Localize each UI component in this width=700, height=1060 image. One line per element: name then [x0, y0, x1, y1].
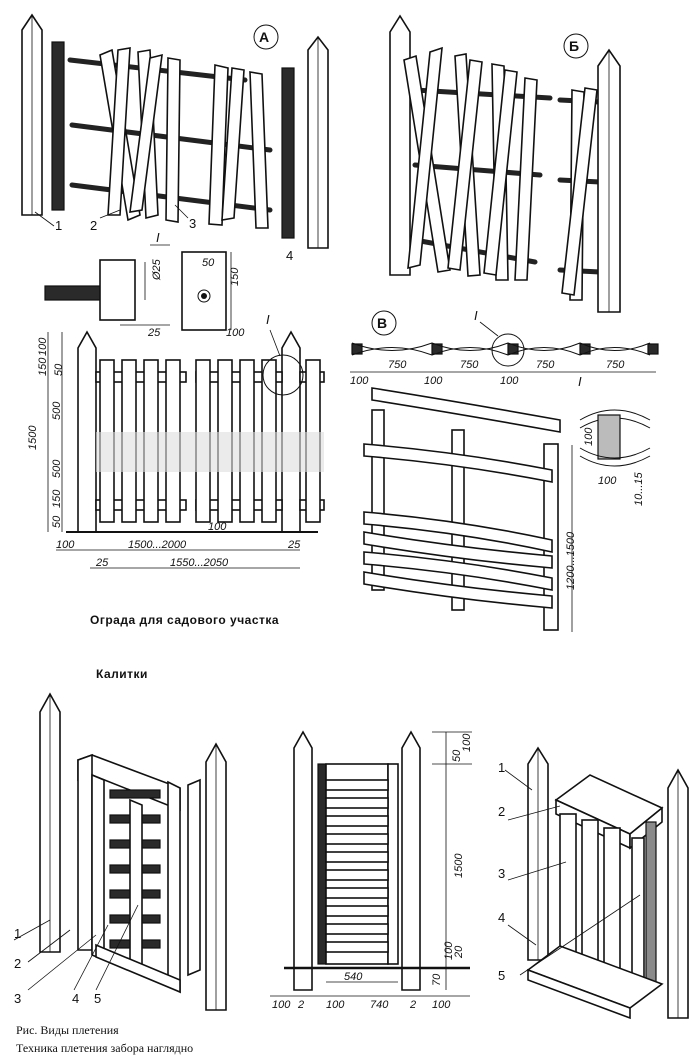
weave-mark-2: I [578, 374, 582, 389]
detail-dim-diameter: Ø25 [151, 258, 163, 281]
panel-a-weave-illustration: А 1 2 3 4 [21, 13, 329, 263]
panel-b-letter: Б [569, 38, 579, 54]
callout-1: 1 [55, 218, 62, 233]
fence-dim-total-height: 1500 [27, 425, 39, 450]
gate-mid-dim-b2: 2 [297, 999, 304, 1011]
detail-dim-25: 25 [147, 327, 161, 339]
caption-line-2: Техника плетения забора наглядно [16, 1041, 193, 1055]
middle-gate-slats [325, 779, 389, 953]
gate-mid-dim-b1: 100 [272, 999, 291, 1011]
gate-left-callout-4: 4 [72, 991, 79, 1006]
callout-2: 2 [90, 218, 97, 233]
detail-mark: I [156, 230, 160, 245]
gate-mid-dim-top2: 100 [461, 733, 473, 752]
weave-span-4: 750 [606, 359, 625, 371]
weave-post-3: 100 [500, 375, 519, 387]
gate-right-callout-4: 4 [498, 910, 505, 925]
middle-gate-illustration: 50 100 1500 20 100 70 540 100 2 100 740 … [270, 730, 473, 1011]
gate-left-callout-5: 5 [94, 991, 101, 1006]
panel-v-letter: В [377, 315, 387, 331]
weave-span-3: 750 [536, 359, 555, 371]
gate-right-callout-3: 3 [498, 866, 505, 881]
gate-right-callout-1: 1 [498, 760, 505, 775]
gate-mid-dim-b4: 740 [370, 999, 389, 1011]
panel-b-weave-illustration: Б [389, 14, 621, 313]
fence-dim-v-500b: 500 [51, 459, 63, 478]
weave-mark: I [474, 308, 478, 323]
weave-post-2: 100 [424, 375, 443, 387]
weave-post-1: 100 [350, 375, 369, 387]
gates-title: Калитки [96, 667, 148, 681]
fence-dim-v-50: 50 [53, 363, 65, 376]
fence-dim-left: 100 [56, 539, 75, 551]
gate-mid-dim-100: 100 [443, 941, 455, 960]
right-gate-illustration: 1 2 3 4 5 [498, 746, 689, 1020]
fence-dim-right: 25 [287, 539, 301, 551]
fence-dim-v-150b: 150 [51, 489, 63, 508]
woven-gate-illustration: 1200...1500 100 100 10...15 [363, 387, 651, 632]
gate-right-callout-5: 5 [498, 968, 505, 983]
gate-mid-dim-b5: 2 [409, 999, 416, 1011]
fence-dim-left2: 25 [95, 557, 109, 569]
fence-dim-v-50b: 50 [51, 515, 63, 528]
detail-dim-100: 100 [226, 327, 245, 339]
fence-dim-v-150: 150 [37, 357, 49, 376]
detail-dim-50: 50 [202, 257, 215, 269]
gate-mid-dim-b6: 100 [432, 999, 451, 1011]
gate-right-callout-2: 2 [498, 804, 505, 819]
gate-dim-gap: 10...15 [633, 471, 645, 506]
callout-3: 3 [189, 216, 196, 231]
fence-detail-mark: I [266, 312, 270, 327]
fence-dim-v-100: 100 [37, 337, 49, 356]
callout-4: 4 [286, 248, 293, 263]
caption-line-1: Рис. Виды плетения [16, 1023, 119, 1037]
gate-left-callout-2: 2 [14, 956, 21, 971]
gate-mid-dim-height: 1500 [453, 853, 465, 878]
gate-left-callout-3: 3 [14, 991, 21, 1006]
detail-dim-150: 150 [229, 267, 241, 286]
left-gate-illustration: 1 2 3 4 5 [13, 692, 227, 1011]
gate-mid-dim-width: 540 [344, 971, 363, 983]
weave-span-1: 750 [388, 359, 407, 371]
fence-elevation: I 100 150 50 500 500 150 50 1500 100 150… [27, 312, 325, 569]
gate-dim-width: 100 [598, 475, 617, 487]
panel-v-weave-plan: В I 750 750 750 750 100 100 100 I [350, 308, 659, 389]
gate-mid-dim-b3: 100 [326, 999, 345, 1011]
fence-title: Ограда для садового участка [90, 613, 279, 627]
weave-span-2: 750 [460, 359, 479, 371]
gate-mid-dim-20: 20 [453, 945, 465, 959]
fence-dim-v-500a: 500 [51, 401, 63, 420]
gate-left-callout-1: 1 [14, 926, 21, 941]
detail-i-joint: Ø25 I 25 50 150 100 [44, 230, 245, 339]
fence-dim-span: 1500...2000 [128, 539, 187, 551]
fence-dim-gap: 100 [208, 521, 227, 533]
gate-dim-top: 100 [583, 427, 595, 446]
gate-dim-height: 1200...1500 [565, 531, 577, 590]
gate-mid-dim-top: 50 [451, 749, 463, 762]
gate-mid-dim-70: 70 [431, 973, 443, 986]
panel-a-letter: А [259, 29, 269, 45]
fence-dim-total: 1550...2050 [170, 557, 229, 569]
